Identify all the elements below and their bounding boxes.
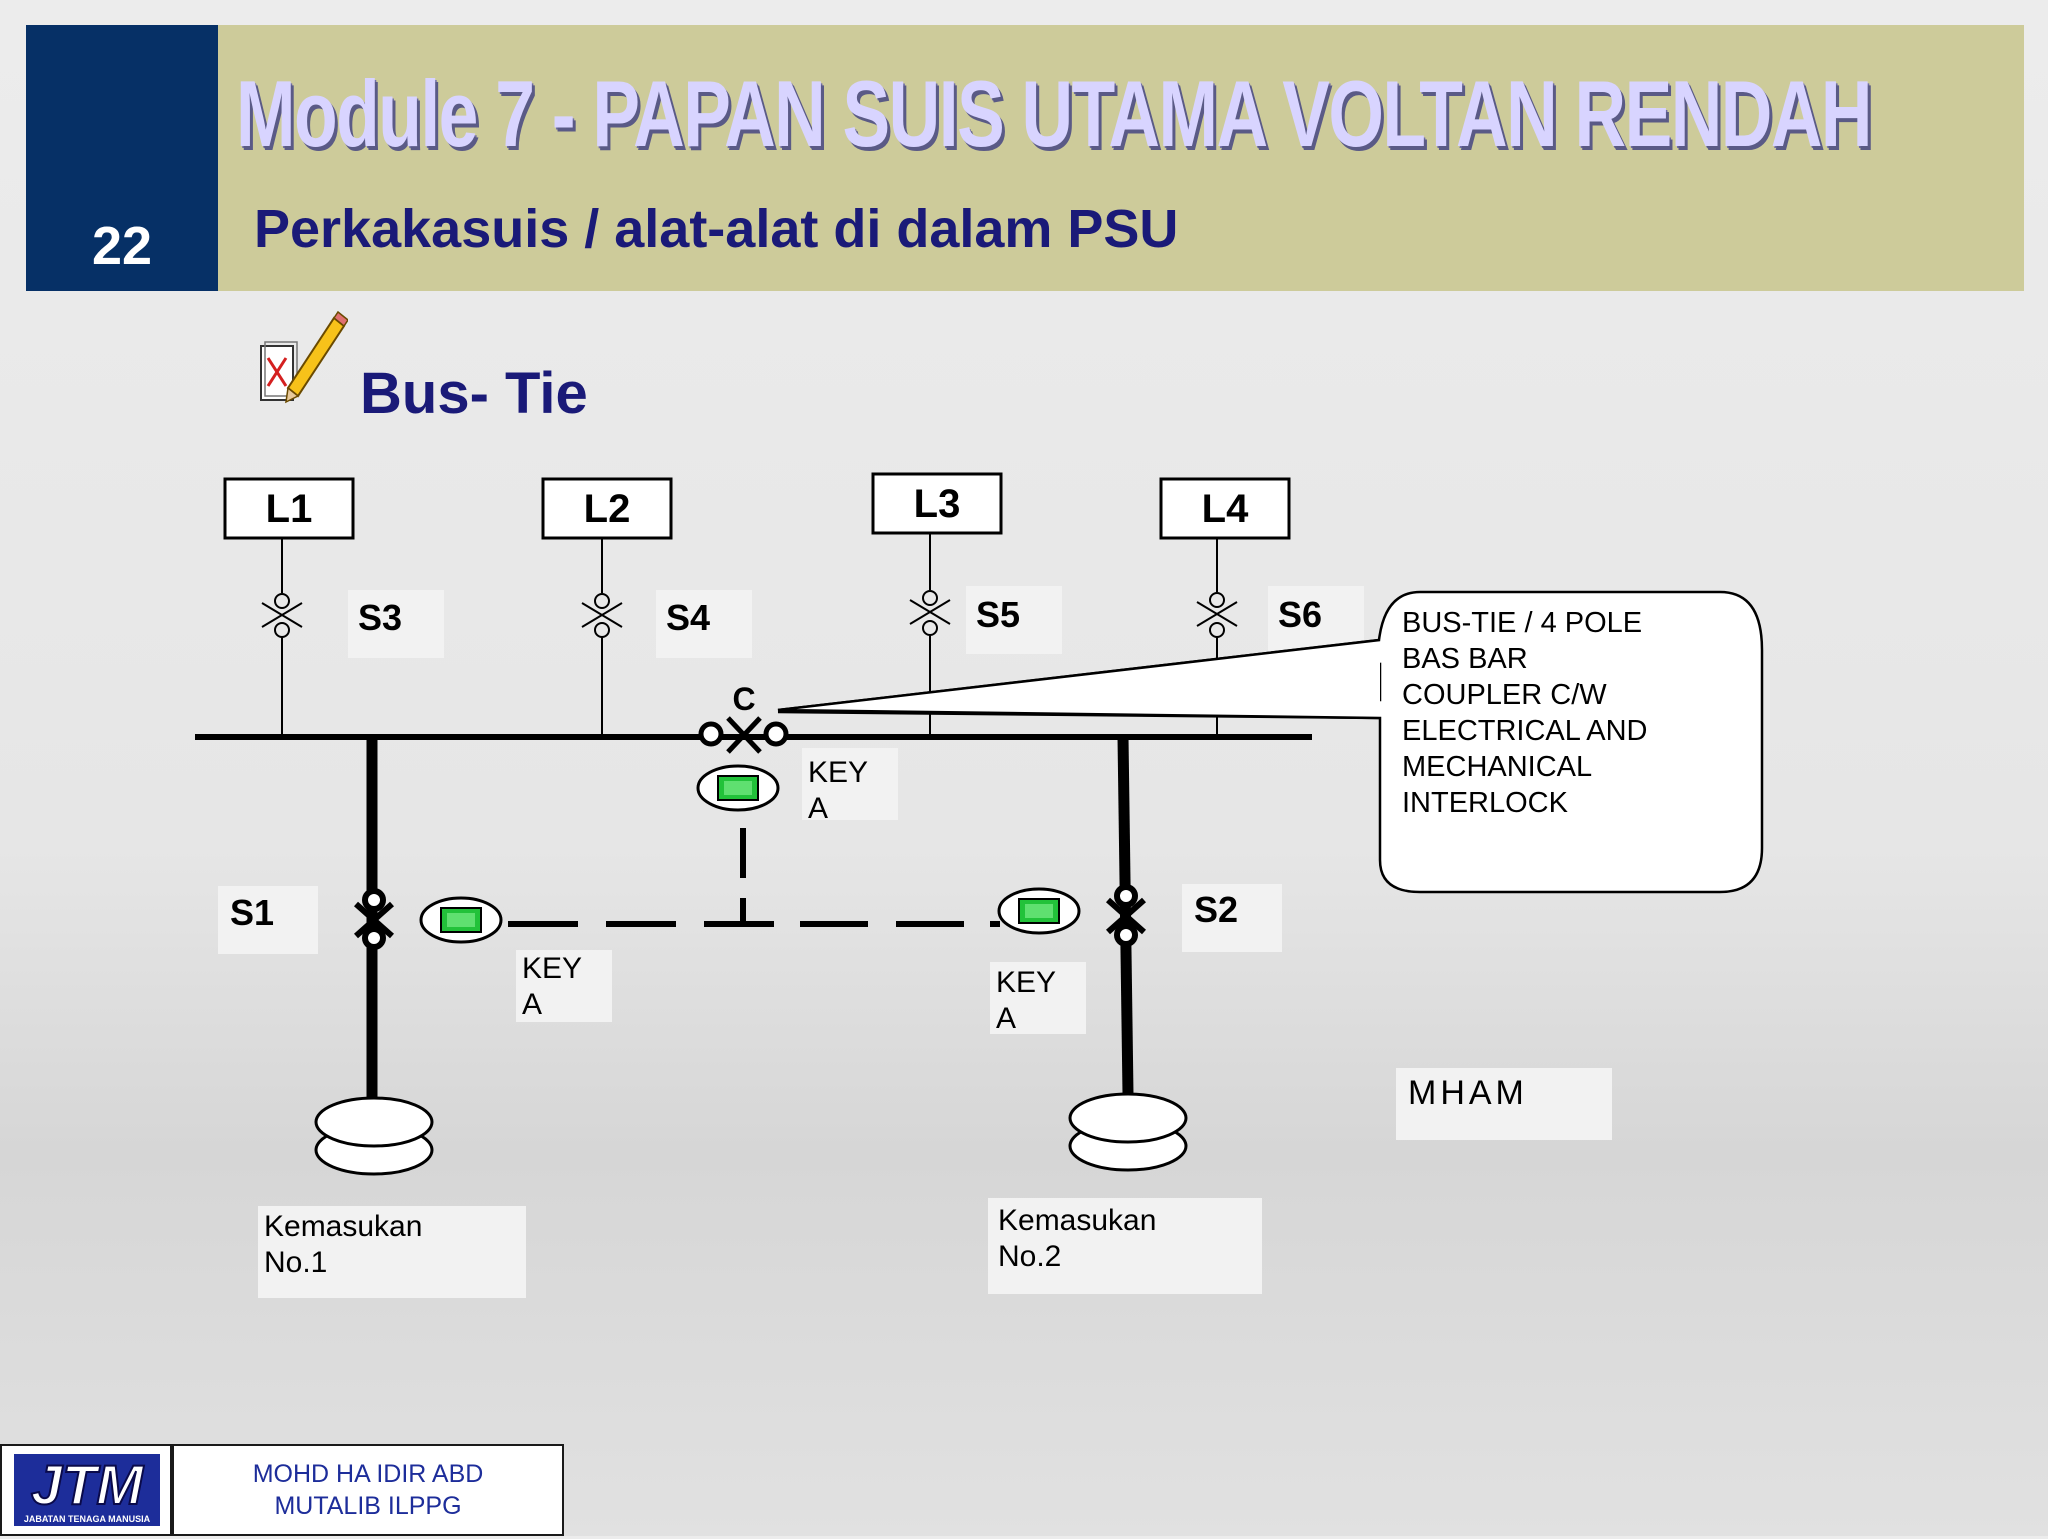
callout-text: BUS-TIE / 4 POLE BAS BAR COUPLER C/W ELE… xyxy=(1402,607,1648,819)
incomer-breaker-s2 xyxy=(1106,884,1146,947)
load-label-l3: L3 xyxy=(914,482,961,526)
coupler-label: C xyxy=(732,681,755,717)
incomer-1-transformer xyxy=(314,1096,434,1176)
load-label-l2: L2 xyxy=(584,487,631,531)
author-tag: MHAM xyxy=(1408,1074,1528,1112)
load-box-l2: L2 xyxy=(541,477,673,540)
incomer-1-label-line2: No.1 xyxy=(264,1246,327,1279)
incomer-1-label-line1: Kemasukan xyxy=(264,1210,422,1243)
incomer-2-label-line1: Kemasukan xyxy=(998,1204,1156,1237)
callout-line-2: BAS BAR xyxy=(1402,643,1528,675)
feeder-s5 xyxy=(909,533,951,737)
slide-subtitle: Perkakasuis / alat-alat di dalam PSU xyxy=(254,199,1179,259)
incomer-2-label-line2: No.2 xyxy=(998,1240,1061,1273)
credit-line-1: MOHD HA IDIR ABD xyxy=(252,1460,484,1488)
key-label-s1-line2: A xyxy=(522,988,542,1021)
logo-subtext: JABATAN TENAGA MANUSIA xyxy=(24,1514,151,1524)
incomer-breaker-s1 xyxy=(354,888,394,950)
incomer-2-transformer xyxy=(1068,1092,1188,1172)
callout-line-6: INTERLOCK xyxy=(1402,787,1569,819)
credit-line-2: MUTALIB ILPPG xyxy=(274,1492,462,1520)
interlock-link xyxy=(508,828,1000,927)
callout-line-3: COUPLER C/W xyxy=(1402,679,1607,711)
load-box-l4: L4 xyxy=(1159,477,1291,540)
bus-coupler-switch xyxy=(698,716,789,754)
footer-credit: MOHD HA IDIR ABD MUTALIB ILPPG xyxy=(172,1444,564,1536)
switch-label-s1: S1 xyxy=(230,892,274,933)
key-label-s1-line1: KEY xyxy=(522,952,582,985)
switch-label-s5: S5 xyxy=(976,594,1020,635)
section-title: Bus- Tie xyxy=(360,361,588,426)
key-lock-s1 xyxy=(419,896,503,944)
header-banner xyxy=(218,25,2024,291)
switch-label-s3: S3 xyxy=(358,597,402,638)
key-lock-s2 xyxy=(997,887,1081,935)
key-label-coupler-line1: KEY xyxy=(808,756,868,789)
key-label-s2-line1: KEY xyxy=(996,966,1056,999)
callout-line-5: MECHANICAL xyxy=(1402,751,1592,783)
jtm-logo: JTM JABATAN TENAGA MANUSIA xyxy=(0,1444,172,1536)
callout-bubble xyxy=(777,590,1764,894)
load-label-l4: L4 xyxy=(1202,487,1249,531)
logo-text: JTM xyxy=(31,1453,144,1516)
feeder-s3 xyxy=(261,538,303,737)
switch-label-s4: S4 xyxy=(666,597,710,638)
switch-label-s6: S6 xyxy=(1278,594,1322,635)
slide-title: Module 7 - PAPAN SUIS UTAMA VOLTAN RENDA… xyxy=(236,61,1873,166)
slide-number-box: 22 xyxy=(26,25,218,291)
switch-label-s2: S2 xyxy=(1194,889,1238,930)
key-label-coupler-line2: A xyxy=(808,792,828,825)
key-label-s2-line2: A xyxy=(996,1002,1016,1035)
callout-line-4: ELECTRICAL AND xyxy=(1402,715,1648,747)
callout-line-1: BUS-TIE / 4 POLE xyxy=(1402,607,1642,639)
slide-number: 22 xyxy=(91,216,153,276)
key-lock-coupler xyxy=(696,764,780,812)
load-box-l3: L3 xyxy=(871,472,1003,535)
load-box-l1: L1 xyxy=(223,477,355,540)
load-label-l1: L1 xyxy=(266,487,313,531)
feeder-s4 xyxy=(581,538,623,737)
checklist-pencil-icon xyxy=(260,310,348,404)
